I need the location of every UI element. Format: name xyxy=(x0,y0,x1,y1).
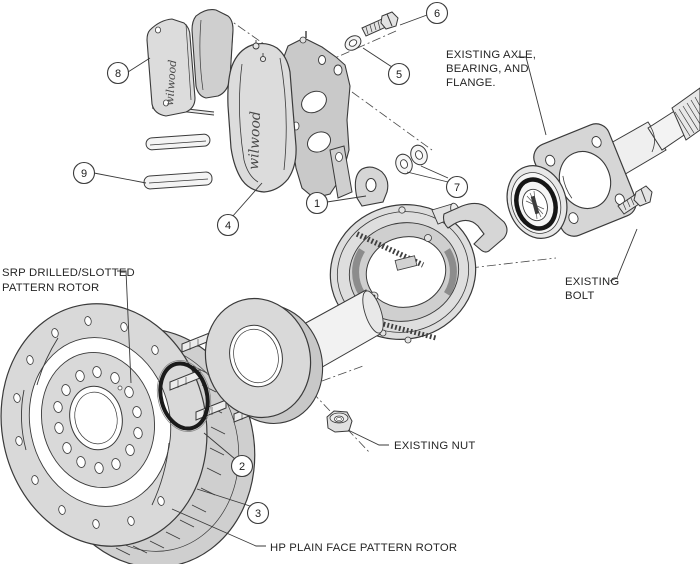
callout-6: 6 xyxy=(425,1,449,25)
leader-lines xyxy=(93,14,638,547)
brake-caliper: wilwood xyxy=(227,40,297,193)
callout-balloons: 1 2 3 4 5 6 7 8 xyxy=(72,1,469,525)
axle-spline-icon xyxy=(671,87,700,141)
callout-8-number: 8 xyxy=(115,68,121,80)
callout-9: 9 xyxy=(72,161,96,185)
parking-brake-assembly xyxy=(329,145,508,344)
rotor-hat-holes xyxy=(53,366,143,474)
existing-bolt xyxy=(617,185,653,215)
callout-2: 2 xyxy=(230,454,254,478)
callout-5: 5 xyxy=(387,62,411,86)
callout-7: 7 xyxy=(445,175,469,199)
brake-pad-outer xyxy=(191,9,234,99)
axle-bearing xyxy=(506,165,568,239)
callout-6-number: 6 xyxy=(434,8,440,20)
callout-5-number: 5 xyxy=(396,69,402,81)
bleed-screw-icon xyxy=(252,40,267,63)
pad-brand-script: wilwood xyxy=(163,59,179,106)
rotor-slot-arcs xyxy=(21,337,170,506)
existing-nut xyxy=(326,410,353,433)
label-existing-axle-line2: BEARING, AND xyxy=(446,63,529,75)
label-existing-axle-line3: FLANGE. xyxy=(446,77,496,89)
axle-assembly xyxy=(506,87,700,239)
callout-3: 3 xyxy=(246,501,270,525)
label-srp-rotor-line1: SRP DRILLED/SLOTTED xyxy=(2,267,135,279)
o-ring xyxy=(156,360,212,432)
label-existing-nut: EXISTING NUT xyxy=(394,440,475,452)
label-existing-axle-line1: EXISTING AXLE, xyxy=(446,49,536,61)
callout-1-number: 1 xyxy=(314,198,320,210)
axle-hub xyxy=(169,289,384,425)
callout-3-number: 3 xyxy=(255,508,261,520)
caliper-mount-bolt xyxy=(361,11,399,37)
label-existing-bolt-line1: EXISTING xyxy=(565,276,619,288)
callout-4: 4 xyxy=(216,213,240,237)
brake-pad-inner: wilwood xyxy=(146,18,196,117)
label-hp-rotor: HP PLAIN FACE PATTERN ROTOR xyxy=(270,542,457,554)
callout-7-number: 7 xyxy=(454,182,460,194)
callout-8: 8 xyxy=(106,61,130,85)
callout-1: 1 xyxy=(305,191,329,215)
pad-retainer-clips xyxy=(143,104,215,190)
callout-4-number: 4 xyxy=(225,220,231,232)
bracket-washers xyxy=(395,144,428,175)
caliper-mount-washer xyxy=(344,35,362,51)
caliper-brand-script: wilwood xyxy=(246,111,264,170)
brake-rotor xyxy=(0,303,256,564)
callout-9-number: 9 xyxy=(81,168,87,180)
label-srp-rotor-line2: PATTERN ROTOR xyxy=(2,282,99,294)
rotor-drilled-holes xyxy=(13,316,165,529)
text-labels: EXISTING AXLE, BEARING, AND FLANGE. EXIS… xyxy=(2,49,619,554)
label-existing-bolt-line2: BOLT xyxy=(565,290,594,302)
callout-2-number: 2 xyxy=(239,461,245,473)
